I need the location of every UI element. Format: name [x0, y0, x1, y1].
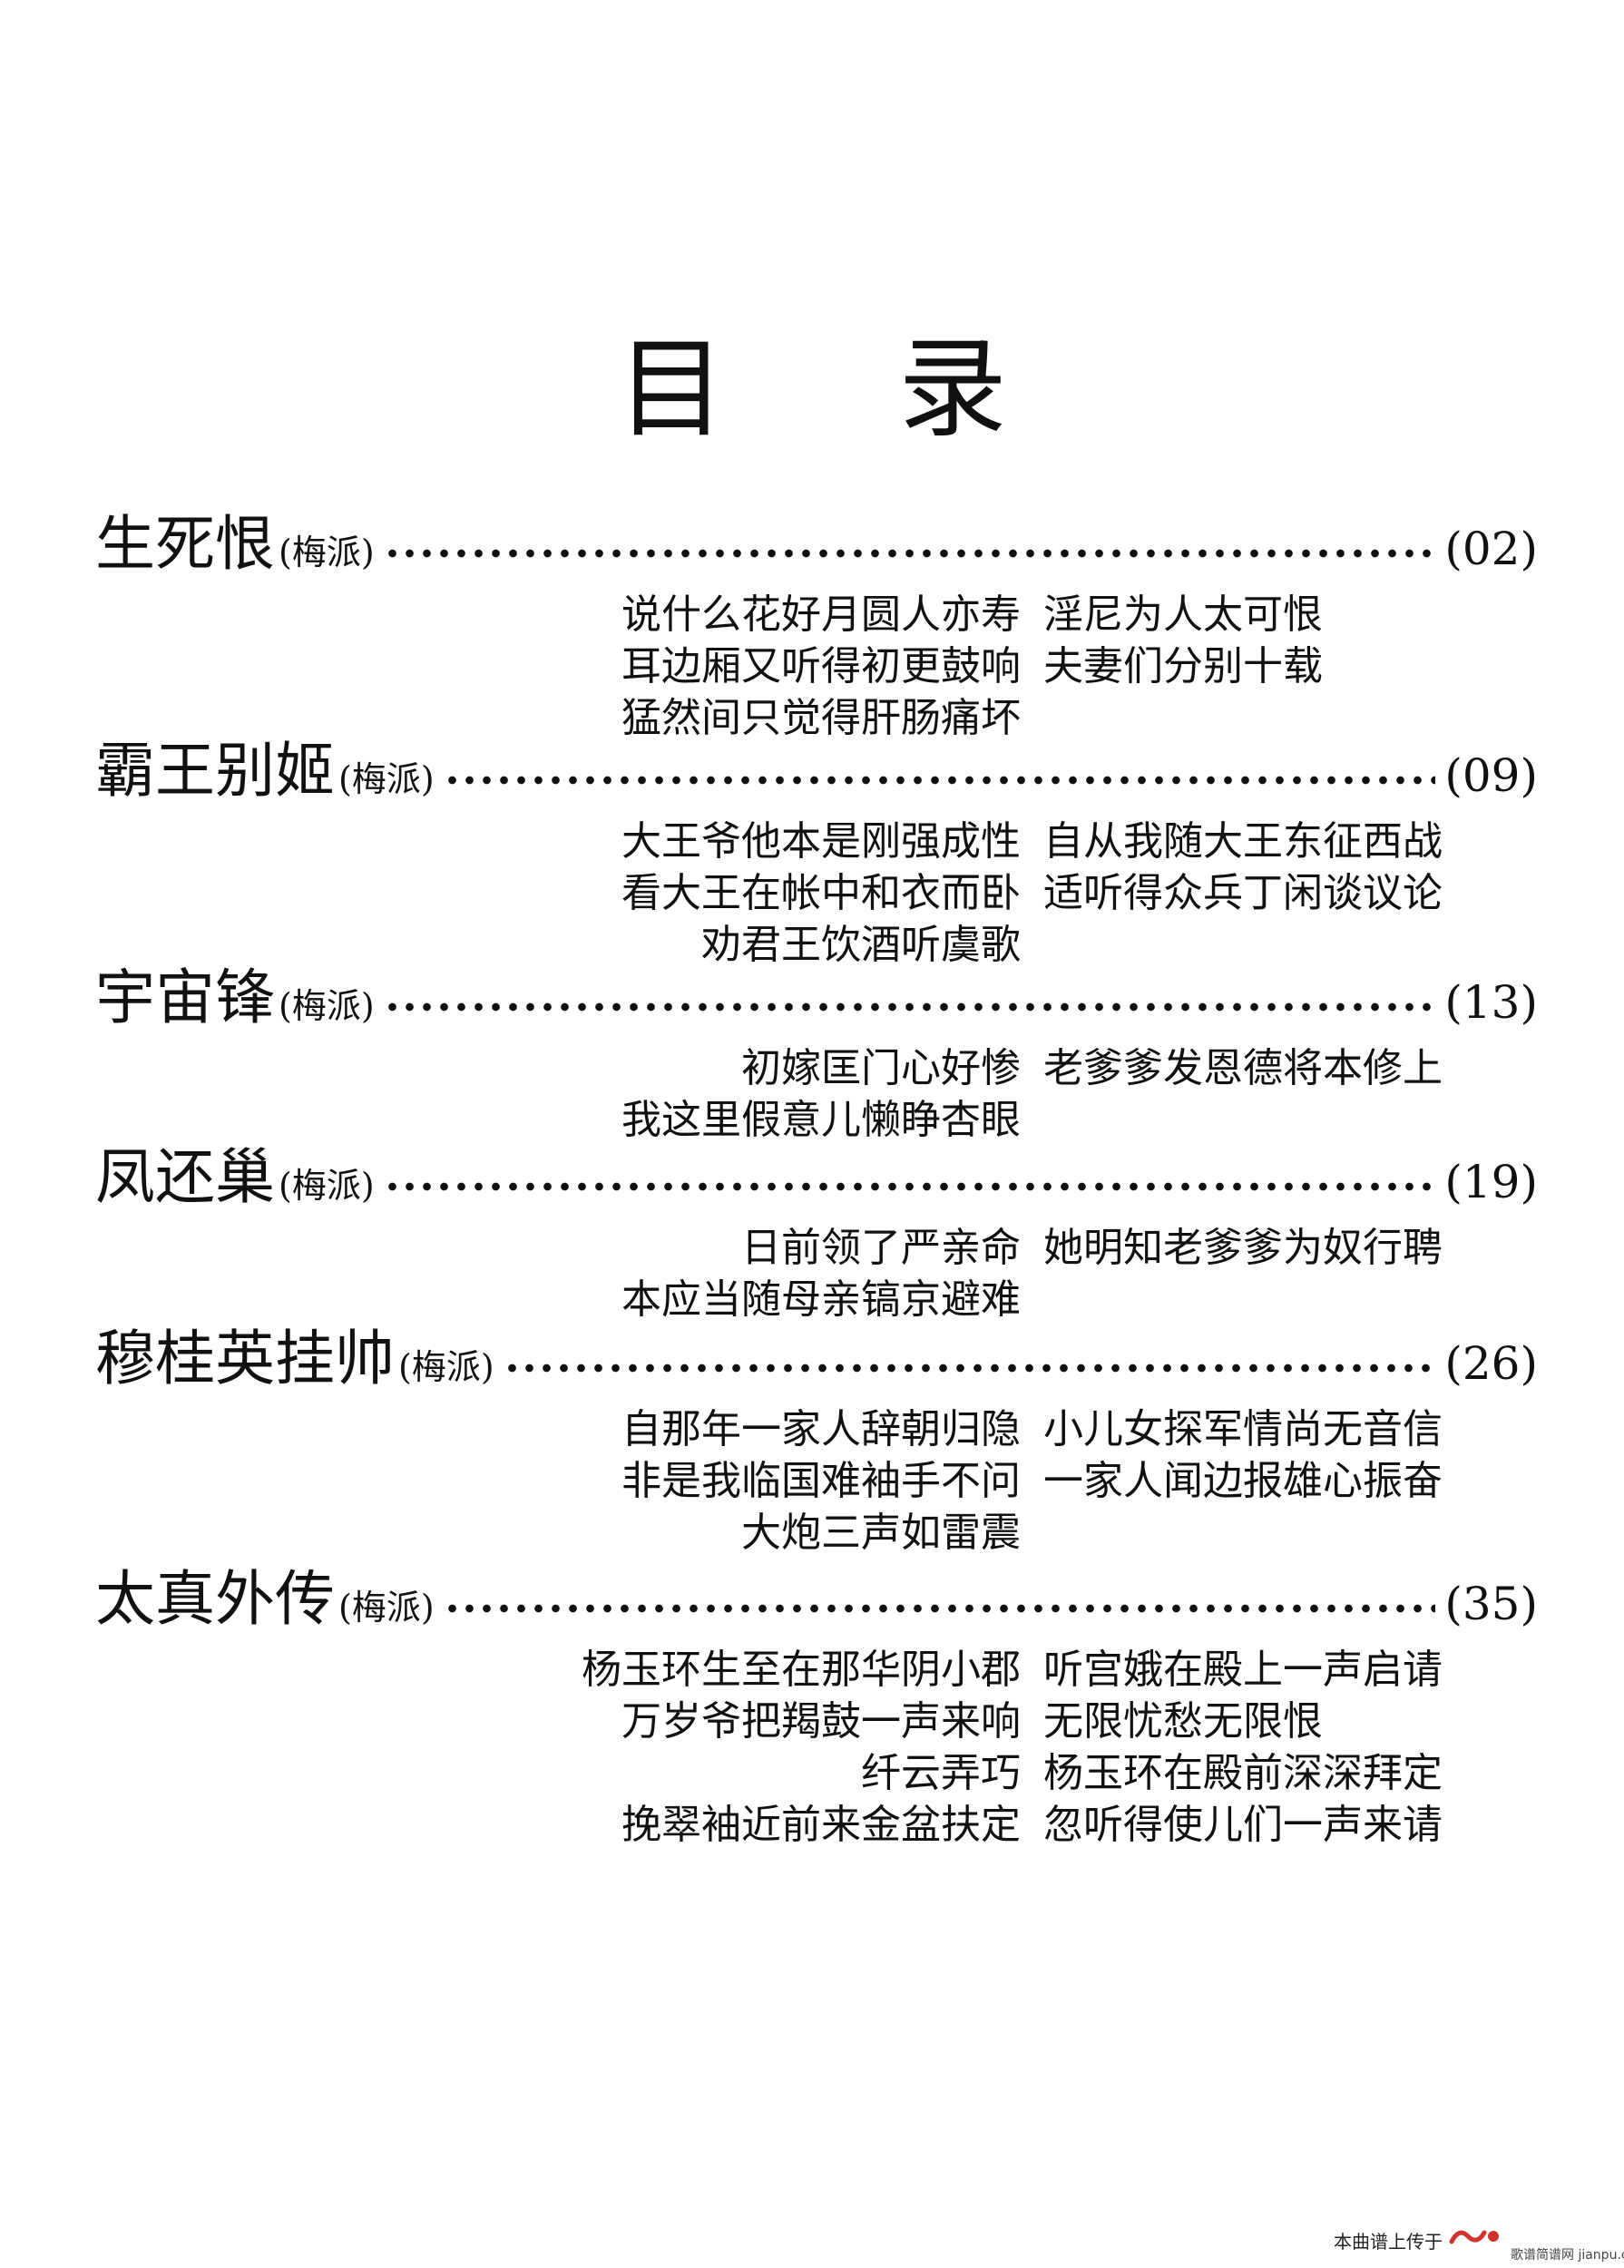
dot-leader: [383, 1182, 1436, 1191]
aria-line-left: 万岁爷把羯鼓一声来响: [621, 1698, 1021, 1745]
toc-entry-school: (梅派): [398, 1347, 494, 1387]
aria-line: 说什么花好月圆人亦寿淫尼为人太可恨: [95, 589, 1538, 640]
aria-line: 劝君王饮酒听虞歌: [95, 919, 1538, 971]
toc-entry-header[interactable]: 生死恨 (梅派) (02): [95, 503, 1538, 585]
aria-line-right: 她明知老爹爹为奴行聘: [1043, 1225, 1443, 1271]
aria-line-left: 自那年一家人辞朝归隐: [621, 1406, 1021, 1452]
toc-entry-school: (梅派): [279, 986, 375, 1026]
toc-entry[interactable]: 穆桂英挂帅 (梅派) (26) 自那年一家人辞朝归隐小儿女探军情尚无音信 非是我…: [95, 1318, 1538, 1559]
dot-leader: [383, 1002, 1436, 1012]
aria-line: 大炮三声如雷震: [95, 1507, 1538, 1559]
aria-line-left: 挽翠袖近前来金盆扶定: [621, 1802, 1021, 1848]
toc-entry-header[interactable]: 穆桂英挂帅 (梅派) (26): [95, 1318, 1538, 1400]
aria-line-left: 劝君王饮酒听虞歌: [701, 922, 1021, 968]
aria-line: 耳边厢又听得初更鼓响夫妻们分别十载: [95, 640, 1538, 692]
page-title-char-1: 目: [617, 327, 726, 453]
toc-entry[interactable]: 生死恨 (梅派) (02) 说什么花好月圆人亦寿淫尼为人太可恨 耳边厢又听得初更…: [95, 503, 1538, 744]
aria-line-right: 老爹爹发恩德将本修上: [1043, 1045, 1443, 1091]
aria-line: 大王爷他本是刚强成性自从我随大王东征西战: [95, 816, 1538, 867]
toc-entry-aria-list: 杨玉环生至在那华阴小郡听宫娥在殿上一声启请 万岁爷把羯鼓一声来响无限忧愁无限恨 …: [95, 1644, 1538, 1851]
aria-line-left: 纤云弄巧: [861, 1750, 1021, 1796]
toc-entry-page-number[interactable]: (26): [1444, 1337, 1538, 1390]
aria-line-left: 初嫁匡门心好惨: [741, 1045, 1021, 1091]
toc-entry-school: (梅派): [338, 759, 435, 799]
toc-entry-page-number[interactable]: (09): [1444, 749, 1538, 802]
aria-line-right: 忽听得使儿们一声来请: [1043, 1802, 1443, 1848]
aria-line-right: 自从我随大王东征西战: [1043, 818, 1443, 865]
aria-line: 看大王在帐中和衣而卧适听得众兵丁闲谈议论: [95, 867, 1538, 919]
aria-line-right: 一家人闻边报雄心振奋: [1043, 1458, 1443, 1504]
toc-entry-aria-list: 日前领了严亲命她明知老爹爹为奴行聘 本应当随母亲镐京避难: [95, 1222, 1538, 1325]
aria-line-left: 非是我临国难袖手不问: [621, 1458, 1021, 1504]
aria-line-left: 耳边厢又听得初更鼓响: [621, 643, 1021, 689]
toc-entry-school: (梅派): [338, 1588, 435, 1628]
aria-line-left: 我这里假意儿懒睁杏眼: [621, 1097, 1021, 1143]
toc-entry-page-number[interactable]: (19): [1444, 1156, 1538, 1208]
aria-line: 日前领了严亲命她明知老爹爹为奴行聘: [95, 1222, 1538, 1274]
toc-entry-title[interactable]: 宇宙锋: [95, 963, 275, 1032]
aria-line: 万岁爷把羯鼓一声来响无限忧愁无限恨: [95, 1696, 1538, 1747]
aria-line: 猛然间只觉得肝肠痛坏: [95, 692, 1538, 744]
toc-entry-school: (梅派): [279, 1166, 375, 1206]
toc-entry[interactable]: 凤还巢 (梅派) (19) 日前领了严亲命她明知老爹爹为奴行聘 本应当随母亲镐京…: [95, 1137, 1538, 1325]
aria-line-left: 大王爷他本是刚强成性: [621, 818, 1021, 865]
aria-line-left: 说什么花好月圆人亦寿: [621, 591, 1021, 638]
dot-leader: [443, 1604, 1436, 1613]
aria-line: 初嫁匡门心好惨老爹爹发恩德将本修上: [95, 1042, 1538, 1094]
aria-line-left: 杨玉环生至在那华阴小郡: [582, 1647, 1021, 1693]
toc-entry[interactable]: 霸王别姬 (梅派) (09) 大王爷他本是刚强成性自从我随大王东征西战 看大王在…: [95, 730, 1538, 971]
aria-line: 自那年一家人辞朝归隐小儿女探军情尚无音信: [95, 1403, 1538, 1455]
toc-entry-header[interactable]: 凤还巢 (梅派) (19): [95, 1137, 1538, 1218]
aria-line: 本应当随母亲镐京避难: [95, 1274, 1538, 1325]
toc-entry-aria-list: 大王爷他本是刚强成性自从我随大王东征西战 看大王在帐中和衣而卧适听得众兵丁闲谈议…: [95, 816, 1538, 971]
footer-watermark: 本曲谱上传于 歌谱简谱网 jianpu.cn: [1306, 2218, 1624, 2263]
aria-line-right: 杨玉环在殿前深深拜定: [1043, 1750, 1443, 1796]
aria-line-right: 小儿女探军情尚无音信: [1043, 1406, 1443, 1452]
toc-entry-title[interactable]: 生死恨: [95, 509, 275, 579]
page-title-char-2: 录: [898, 327, 1007, 453]
toc-entry-header[interactable]: 霸王别姬 (梅派) (09): [95, 730, 1538, 812]
page-title: 目录: [0, 322, 1624, 458]
toc-entry[interactable]: 宇宙锋 (梅派) (13) 初嫁匡门心好惨老爹爹发恩德将本修上 我这里假意儿懒睁…: [95, 957, 1538, 1146]
toc-entry-page-number[interactable]: (02): [1444, 523, 1538, 575]
aria-line-right: 听宫娥在殿上一声启请: [1043, 1647, 1443, 1693]
aria-line-right: 适听得众兵丁闲谈议论: [1043, 870, 1443, 916]
toc-entry-header[interactable]: 太真外传 (梅派) (35): [95, 1559, 1538, 1640]
toc-entry-title[interactable]: 凤还巢: [95, 1142, 275, 1212]
dot-leader: [443, 776, 1436, 785]
aria-line-left: 本应当随母亲镐京避难: [621, 1276, 1021, 1323]
toc-entry-title[interactable]: 霸王别姬: [95, 736, 335, 806]
aria-line: 我这里假意儿懒睁杏眼: [95, 1094, 1538, 1146]
toc-entry-title[interactable]: 穆桂英挂帅: [95, 1324, 395, 1393]
aria-line-left: 大炮三声如雷震: [741, 1510, 1021, 1556]
toc-entry-school: (梅派): [279, 533, 375, 572]
toc-entry-aria-list: 说什么花好月圆人亦寿淫尼为人太可恨 耳边厢又听得初更鼓响夫妻们分别十载 猛然间只…: [95, 589, 1538, 744]
toc-entry-aria-list: 初嫁匡门心好惨老爹爹发恩德将本修上 我这里假意儿懒睁杏眼: [95, 1042, 1538, 1146]
aria-line: 杨玉环生至在那华阴小郡听宫娥在殿上一声启请: [95, 1644, 1538, 1696]
aria-line: 挽翠袖近前来金盆扶定忽听得使儿们一声来请: [95, 1799, 1538, 1851]
toc-entry-page-number[interactable]: (35): [1444, 1578, 1538, 1630]
aria-line-right: 无限忧愁无限恨: [1043, 1698, 1323, 1745]
aria-line-right: 淫尼为人太可恨: [1043, 591, 1323, 638]
brand-logo-icon: [1449, 2230, 1499, 2244]
aria-line-left: 猛然间只觉得肝肠痛坏: [621, 695, 1021, 741]
aria-line: 非是我临国难袖手不问一家人闻边报雄心振奋: [95, 1455, 1538, 1507]
toc-entry-page-number[interactable]: (13): [1444, 976, 1538, 1029]
aria-line: 纤云弄巧杨玉环在殿前深深拜定: [95, 1747, 1538, 1799]
aria-line-right: 夫妻们分别十载: [1043, 643, 1323, 689]
toc-entry[interactable]: 太真外传 (梅派) (35) 杨玉环生至在那华阴小郡听宫娥在殿上一声启请 万岁爷…: [95, 1559, 1538, 1851]
aria-line-left: 日前领了严亲命: [741, 1225, 1021, 1271]
toc-entry-title[interactable]: 太真外传: [95, 1564, 335, 1634]
toc-entry-header[interactable]: 宇宙锋 (梅派) (13): [95, 957, 1538, 1039]
footer-site-text[interactable]: 歌谱简谱网 jianpu.cn: [1511, 2248, 1624, 2263]
aria-line-left: 看大王在帐中和衣而卧: [621, 870, 1021, 916]
dot-leader: [503, 1364, 1436, 1373]
toc-entry-aria-list: 自那年一家人辞朝归隐小儿女探军情尚无音信 非是我临国难袖手不问一家人闻边报雄心振…: [95, 1403, 1538, 1559]
footer-upload-text: 本曲谱上传于: [1334, 2231, 1443, 2253]
dot-leader: [383, 549, 1436, 558]
